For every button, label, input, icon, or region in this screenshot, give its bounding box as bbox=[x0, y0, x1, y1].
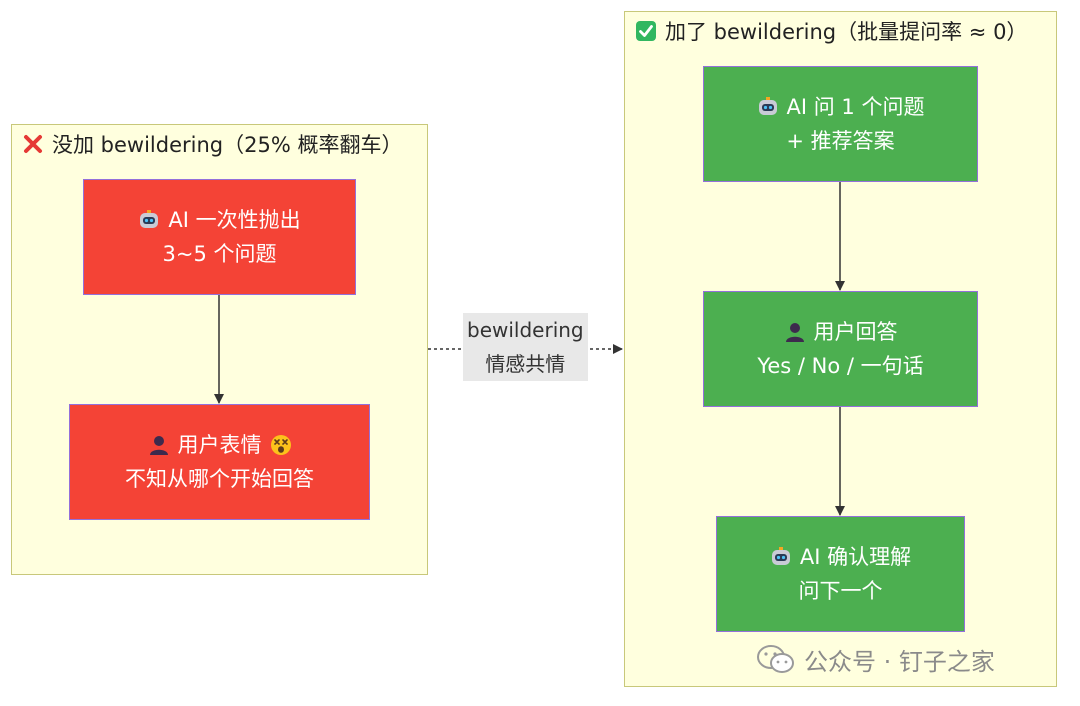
node-ai-one-question-line1: AI 问 1 个问题 bbox=[786, 95, 925, 119]
user-silhouette-icon bbox=[785, 323, 804, 342]
node-user-confused-line1: 用户表情 bbox=[177, 433, 262, 457]
node-ai-batch-questions: AI 一次性抛出 3~5 个问题 bbox=[83, 179, 356, 295]
check-mark-button-icon bbox=[636, 21, 656, 41]
left-group-title-text: 没加 bewildering（25% 概率翻车） bbox=[52, 133, 403, 157]
link-label-line2: 情感共情 bbox=[485, 352, 566, 376]
wechat-icon bbox=[757, 644, 794, 673]
cross-mark-icon bbox=[24, 135, 42, 153]
node-ai-one-question: AI 问 1 个问题 + 推荐答案 bbox=[703, 66, 978, 182]
node-user-answer-line1: 用户回答 bbox=[813, 320, 898, 344]
user-silhouette-icon bbox=[149, 436, 168, 455]
robot-icon bbox=[771, 547, 790, 565]
watermark: 公众号 · 钉子之家 bbox=[756, 642, 995, 677]
right-group-title: 加了 bewildering（批量提问率 ≈ 0） bbox=[635, 16, 1027, 46]
robot-icon bbox=[758, 97, 777, 115]
right-group-title-text: 加了 bewildering（批量提问率 ≈ 0） bbox=[665, 20, 1028, 44]
link-label: bewildering 情感共情 bbox=[463, 313, 588, 381]
node-user-answer-line2: Yes / No / 一句话 bbox=[757, 354, 924, 378]
robot-icon bbox=[140, 210, 159, 228]
node-user-confused: 用户表情 不知从哪个开始回答 bbox=[69, 404, 370, 520]
node-user-confused-line2: 不知从哪个开始回答 bbox=[125, 467, 314, 491]
dizzy-face-emoji-icon bbox=[270, 435, 291, 455]
left-group-title: 没加 bewildering（25% 概率翻车） bbox=[22, 129, 402, 159]
node-ai-confirm-line2: 问下一个 bbox=[798, 579, 883, 603]
node-ai-one-question-line2: + 推荐答案 bbox=[786, 129, 895, 153]
link-label-line1: bewildering bbox=[467, 318, 584, 342]
node-ai-batch-line1: AI 一次性抛出 bbox=[168, 208, 301, 232]
watermark-text: 公众号 · 钉子之家 bbox=[804, 648, 995, 676]
node-ai-confirm-line1: AI 确认理解 bbox=[799, 545, 912, 569]
node-ai-batch-line2: 3~5 个问题 bbox=[162, 242, 277, 266]
node-ai-confirm: AI 确认理解 问下一个 bbox=[716, 516, 965, 632]
node-user-answer: 用户回答 Yes / No / 一句话 bbox=[703, 291, 978, 407]
